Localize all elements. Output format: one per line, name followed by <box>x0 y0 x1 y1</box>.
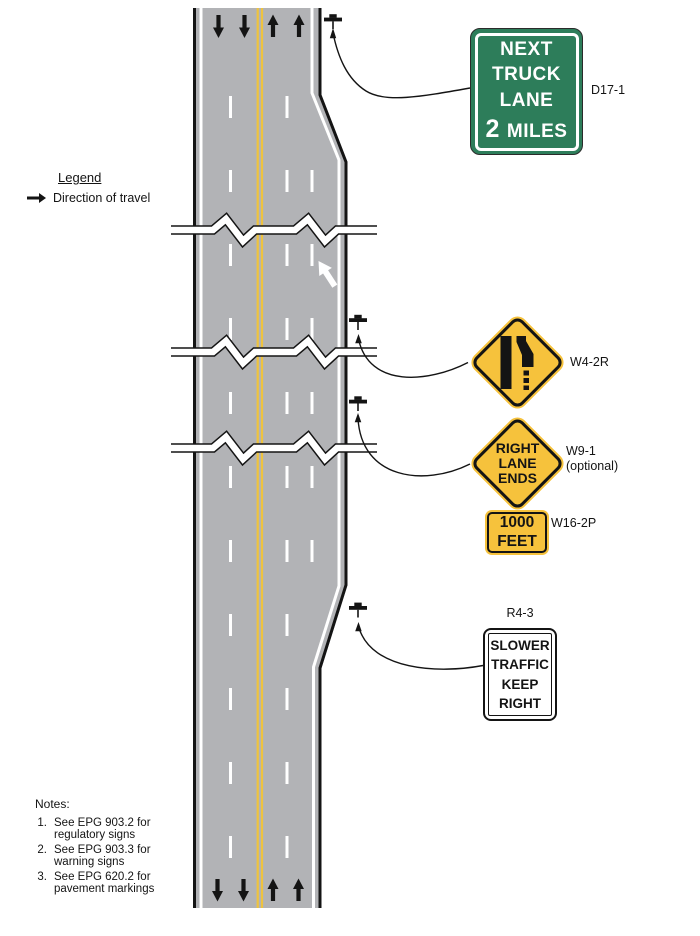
guide-sign-line: LANE <box>499 89 554 111</box>
sign-code-d17-1: D17-1 <box>591 83 626 97</box>
break-lines <box>171 212 377 467</box>
road-edge-borders <box>193 8 348 908</box>
edge-lines-white <box>199 8 341 908</box>
center-line-double-yellow <box>256 8 264 908</box>
guide-sign-line: NEXT <box>500 38 553 60</box>
regulatory-sign-line: TRAFFIC <box>491 657 549 673</box>
distance-value: 2 <box>485 115 500 144</box>
right-arrow-icon <box>27 193 46 203</box>
legend-title: Legend <box>58 170 102 185</box>
note-item: 3. See EPG 620.2 for pavement markings <box>35 871 154 896</box>
notes-title: Notes: <box>35 797 70 811</box>
regulatory-sign-line: SLOWER <box>490 638 550 654</box>
note-text-line: See EPG 903.2 for <box>54 816 151 829</box>
note-text-line: regulatory signs <box>54 829 136 841</box>
regulatory-sign-line: RIGHT <box>499 695 541 711</box>
sign-post <box>349 602 367 618</box>
note-item: 1. See EPG 903.2 for regulatory signs <box>35 817 154 842</box>
guide-sign-line: TRUCK <box>492 64 561 86</box>
warning-sign-line: ENDS <box>497 470 537 486</box>
note-number: 3. <box>37 870 47 883</box>
legend-entry-label: Direction of travel <box>53 191 151 205</box>
sign-posts <box>324 14 367 618</box>
distance-unit: MILES <box>506 121 568 143</box>
note-text-line: See EPG 620.2 for <box>54 870 151 883</box>
sign-qualifier: (optional) <box>566 458 619 473</box>
sign-w16-2p-1000-feet: 1000 FEET <box>487 512 547 553</box>
note-text-line: warning signs <box>54 856 125 868</box>
warning-sign-line: RIGHT <box>495 440 539 456</box>
warning-sign-line: LANE <box>497 455 537 471</box>
leader-lines <box>329 28 484 670</box>
regulatory-sign-line: KEEP <box>501 676 539 692</box>
guide-sign-face: NEXT TRUCK LANE 2 MILES <box>474 32 579 151</box>
note-text-line: pavement markings <box>54 883 155 895</box>
merge-arrow <box>318 261 338 288</box>
legend: Legend Direction of travel <box>27 170 150 205</box>
sign-post <box>349 396 367 411</box>
sign-code-w16-2p: W16-2P <box>551 516 597 530</box>
sign-code-w9-1: W9-1 (optional) <box>566 444 618 473</box>
note-text-line: See EPG 903.3 for <box>54 843 151 856</box>
sign-r4-3-slower-traffic-keep-right: SLOWER TRAFFIC KEEP RIGHT <box>483 628 557 721</box>
note-item: 2. See EPG 903.3 for warning signs <box>35 844 154 869</box>
lane-lines-dashed <box>229 46 314 880</box>
sign-post <box>324 14 342 29</box>
notes: Notes: 1. See EPG 903.2 for regulatory s… <box>35 798 154 898</box>
sign-code-r4-3: R4-3 <box>506 606 534 620</box>
note-number: 2. <box>37 843 47 856</box>
sign-post <box>349 314 367 330</box>
guide-sign-distance: 2 MILES <box>486 115 568 144</box>
note-number: 1. <box>37 816 47 829</box>
traffic-direction-arrows <box>212 14 305 902</box>
sign-d17-1-next-truck-lane: NEXT TRUCK LANE 2 MILES <box>470 28 583 155</box>
regulatory-sign-face: SLOWER TRAFFIC KEEP RIGHT <box>488 633 552 716</box>
sign-code-text: W9-1 <box>566 444 596 458</box>
sign-code-w4-2r: W4-2R <box>570 355 609 369</box>
note-text: See EPG 903.3 for warning signs <box>54 844 151 869</box>
note-text: See EPG 903.2 for regulatory signs <box>54 817 151 842</box>
plaque-line: 1000 <box>499 514 535 532</box>
plaque-line: FEET <box>497 532 537 550</box>
note-text: See EPG 620.2 for pavement markings <box>54 871 154 896</box>
legend-entry: Direction of travel <box>27 191 150 205</box>
right-lane-ends-merge-icon <box>500 336 534 390</box>
warning-sign-face: RIGHT LANE ENDS <box>487 433 548 494</box>
